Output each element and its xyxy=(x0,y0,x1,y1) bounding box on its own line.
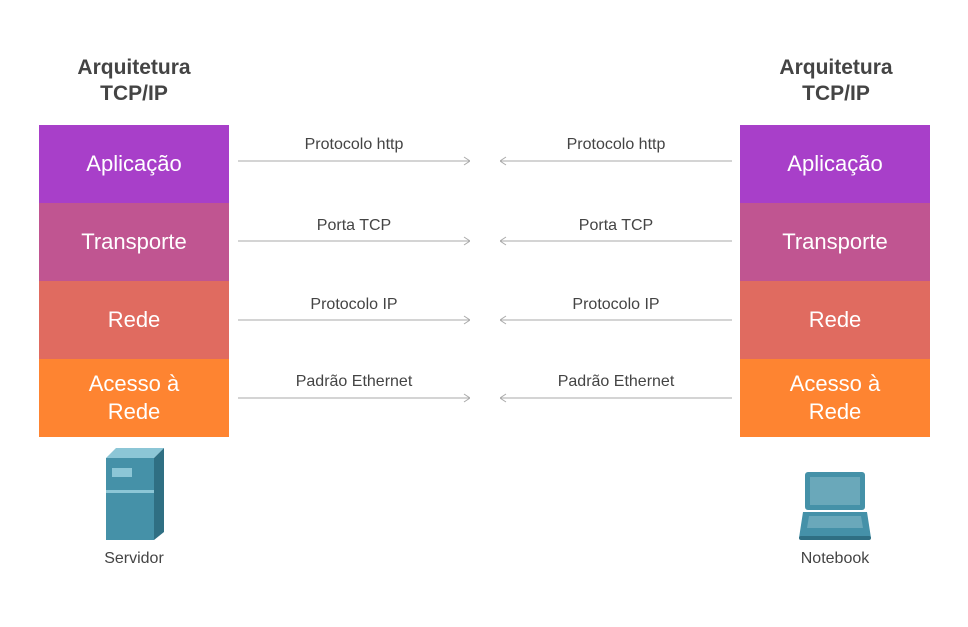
right-layer-application-label: Aplicação xyxy=(787,151,883,176)
link-transport-left-label: Porta TCP xyxy=(316,217,392,234)
arrow-right-icon xyxy=(238,315,470,325)
left-architecture-title: Arquitetura TCP/IP xyxy=(34,55,234,107)
arrow-right-icon xyxy=(238,156,470,166)
link-access-left-label: Padrão Ethernet xyxy=(295,373,413,390)
left-layer-stack: Aplicação Transporte Rede Acesso à Rede xyxy=(39,125,229,437)
right-layer-access-label: Acesso à Rede xyxy=(789,371,881,424)
left-layer-network-label: Rede xyxy=(107,307,161,332)
right-layer-transport: Transporte xyxy=(740,203,930,281)
link-transport-right-label: Porta TCP xyxy=(578,217,654,234)
arrow-left-icon xyxy=(500,315,732,325)
notebook-label: Notebook xyxy=(800,550,870,567)
link-application-right-label: Protocolo http xyxy=(566,136,666,153)
arrow-left-icon xyxy=(500,156,732,166)
right-layer-network-label: Rede xyxy=(808,307,862,332)
left-layer-access-label: Acesso à Rede xyxy=(88,371,180,424)
server-icon xyxy=(106,448,164,540)
right-layer-transport-label: Transporte xyxy=(782,229,888,254)
link-access-right-label: Padrão Ethernet xyxy=(557,373,675,390)
left-title-line2: TCP/IP xyxy=(100,82,168,105)
right-layer-application: Aplicação xyxy=(740,125,930,203)
right-layer-access: Acesso à Rede xyxy=(740,359,930,437)
arrow-left-icon xyxy=(500,393,732,403)
arrow-left-icon xyxy=(500,236,732,246)
link-application-left-label: Protocolo http xyxy=(304,136,404,153)
left-layer-application-label: Aplicação xyxy=(86,151,182,176)
notebook-icon xyxy=(799,472,871,540)
link-network-left-label: Protocolo IP xyxy=(310,296,398,313)
left-layer-network: Rede xyxy=(39,281,229,359)
left-title-line1: Arquitetura xyxy=(77,56,191,79)
right-layer-network: Rede xyxy=(740,281,930,359)
right-title-line2: TCP/IP xyxy=(802,82,870,105)
left-layer-access: Acesso à Rede xyxy=(39,359,229,437)
right-architecture-title: Arquitetura TCP/IP xyxy=(736,55,936,107)
right-title-line1: Arquitetura xyxy=(779,56,893,79)
arrow-right-icon xyxy=(238,236,470,246)
left-layer-transport-label: Transporte xyxy=(81,229,187,254)
right-layer-stack: Aplicação Transporte Rede Acesso à Rede xyxy=(740,125,930,437)
server-label: Servidor xyxy=(104,550,164,567)
left-layer-application: Aplicação xyxy=(39,125,229,203)
link-network-right-label: Protocolo IP xyxy=(572,296,660,313)
arrow-right-icon xyxy=(238,393,470,403)
left-layer-transport: Transporte xyxy=(39,203,229,281)
